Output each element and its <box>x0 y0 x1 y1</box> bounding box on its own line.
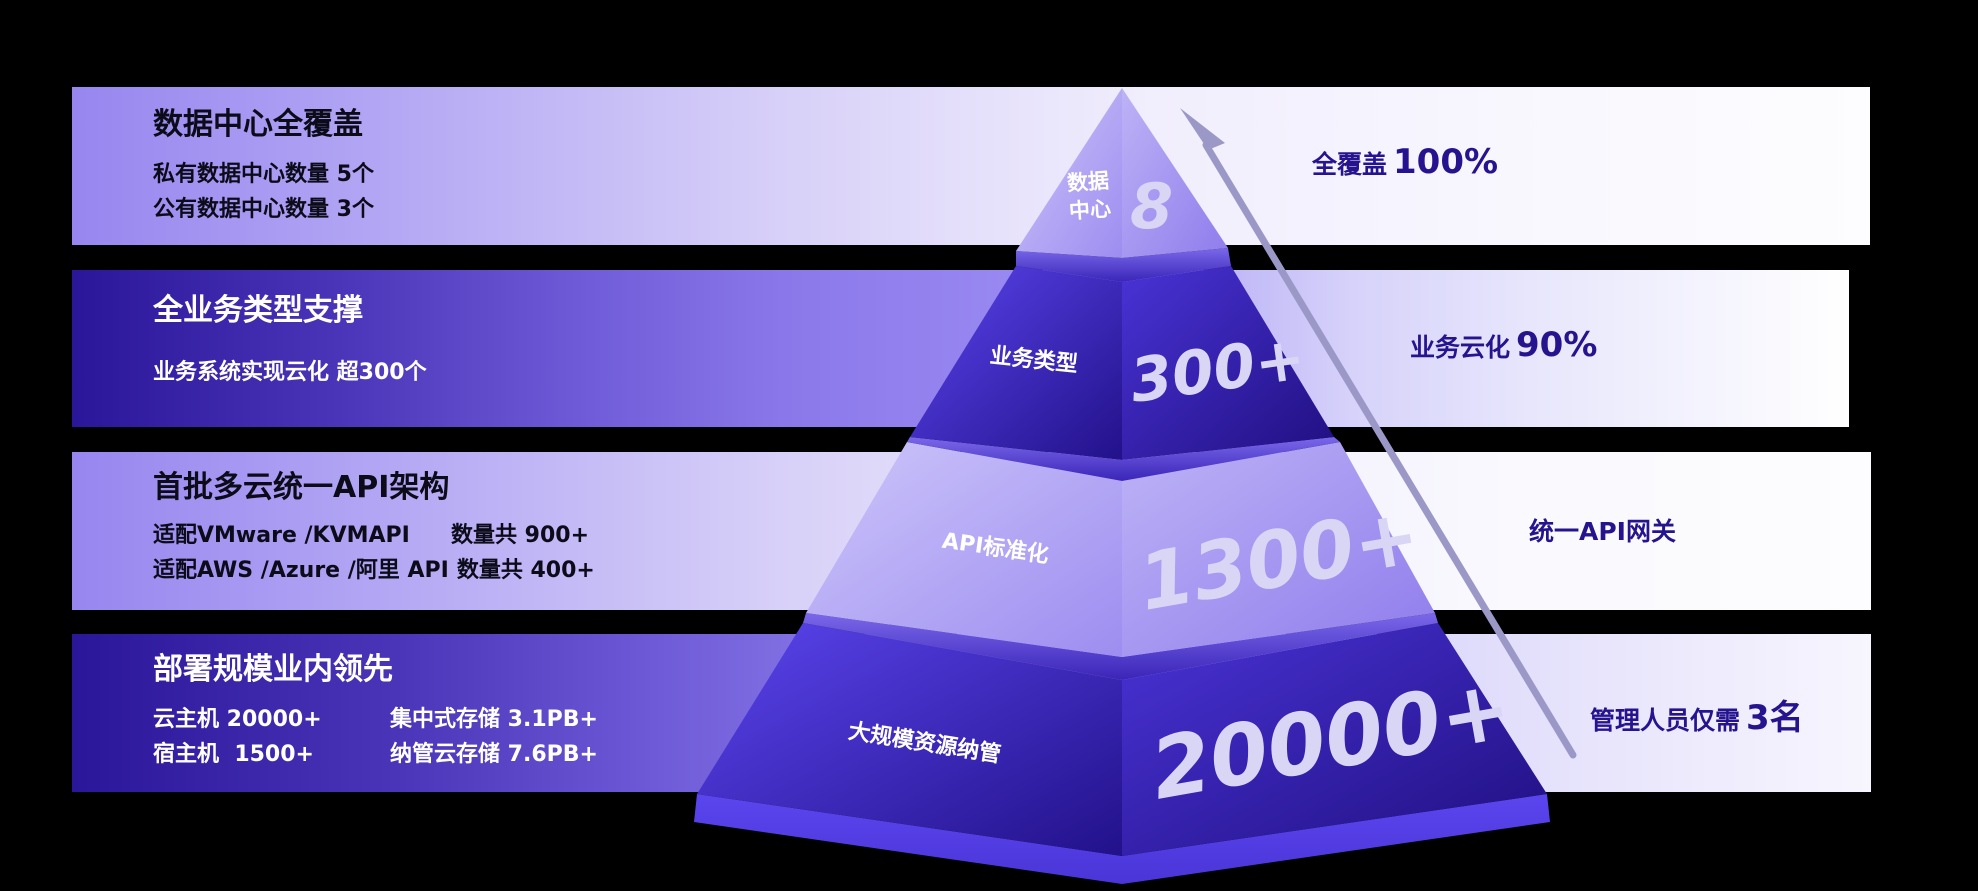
tier-3-title: 首批多云统一API架构 <box>153 470 450 505</box>
pyramid-base-slab <box>694 794 1550 884</box>
tier-3-row-2-col-2: 数量共 400+ <box>456 558 595 583</box>
tier-1-pyramid-value: 8 <box>1130 170 1174 243</box>
tier-2-line-1: 业务系统实现云化 超300个 <box>153 360 427 385</box>
pyramid-tier-4-left-face <box>697 623 1122 856</box>
tier-1-metric-label: 全覆盖 <box>1312 150 1388 179</box>
tier-4-metric-value: 3名 <box>1746 698 1804 738</box>
tier-4-row-2-col-1: 宿主机 1500+ <box>153 742 314 767</box>
tier-1-description: 数据中心全覆盖 私有数据中心数量 5个 公有数据中心数量 3个 <box>153 107 374 227</box>
pyramid-tier-3-plate <box>907 437 1340 481</box>
pyramid-tier-4-right-face <box>1122 623 1547 856</box>
tier-3-metric: 统一API网关 <box>1529 512 1676 548</box>
pyramid-tier-2-left-face <box>910 266 1122 460</box>
tier-1-line-2: 公有数据中心数量 3个 <box>153 197 374 222</box>
tier-4-title: 部署规模业内领先 <box>153 652 393 687</box>
tier-3-metric-label: 统一API网关 <box>1529 517 1676 546</box>
tier-2-metric-value: 90% <box>1516 325 1598 365</box>
tier-1-title: 数据中心全覆盖 <box>153 107 363 142</box>
tier-3-row-2: 适配AWS /Azure /阿里 API 数量共 400+ <box>153 553 595 588</box>
tier-4-row-2: 宿主机 1500+ 纳管云存储 7.6PB+ <box>153 737 598 772</box>
tier-3-row-1-col-1: 适配VMware /KVMAPI <box>153 523 410 548</box>
tier-3-description: 首批多云统一API架构 适配VMware /KVMAPI 数量共 900+ 适配… <box>153 470 595 588</box>
tier-1-pyramid-name-line-1: 数据 <box>1066 168 1110 196</box>
tier-4-metric-label: 管理人员仅需 <box>1590 706 1741 735</box>
tier-3-row-1: 适配VMware /KVMAPI 数量共 900+ <box>153 518 595 553</box>
tier-1-pyramid-name-line-2: 中心 <box>1068 196 1112 224</box>
pyramid-tier-3-left-face <box>806 442 1122 657</box>
pyramid-tier-3-right-face <box>1122 442 1435 657</box>
tier-band-1 <box>72 87 1870 245</box>
tier-2-description: 全业务类型支撑 业务系统实现云化 超300个 <box>153 293 427 390</box>
pyramid-tier-2-plate <box>1016 248 1231 282</box>
pyramid-tier-1-left-face <box>1016 88 1122 258</box>
tier-2-title: 全业务类型支撑 <box>153 293 363 328</box>
tier-1-pyramid-name: 数据 中心 <box>1066 167 1112 226</box>
tier-3-row-1-col-2: 数量共 900+ <box>451 523 590 548</box>
pyramid-tier-1-right-face <box>1122 88 1228 258</box>
tier-4-row-2-col-2: 纳管云存储 7.6PB+ <box>390 742 598 767</box>
tier-3-row-2-col-1: 适配AWS /Azure /阿里 API <box>153 558 449 583</box>
tier-4-description: 部署规模业内领先 云主机 20000+ 集中式存储 3.1PB+ 宿主机 150… <box>153 652 598 772</box>
tier-1-metric-value: 100% <box>1393 142 1499 182</box>
pyramid-tier-2-right-face <box>1122 266 1334 460</box>
tier-4-row-1: 云主机 20000+ 集中式存储 3.1PB+ <box>153 702 598 737</box>
tier-1-line-1: 私有数据中心数量 5个 <box>153 162 374 187</box>
growth-arrow-icon <box>1180 108 1577 759</box>
tier-4-row-1-col-2: 集中式存储 3.1PB+ <box>390 707 598 732</box>
tier-2-metric-label: 业务云化 <box>1410 333 1511 362</box>
pyramid-tier-4-plate <box>803 613 1438 680</box>
tier-4-row-1-col-1: 云主机 20000+ <box>153 707 322 732</box>
